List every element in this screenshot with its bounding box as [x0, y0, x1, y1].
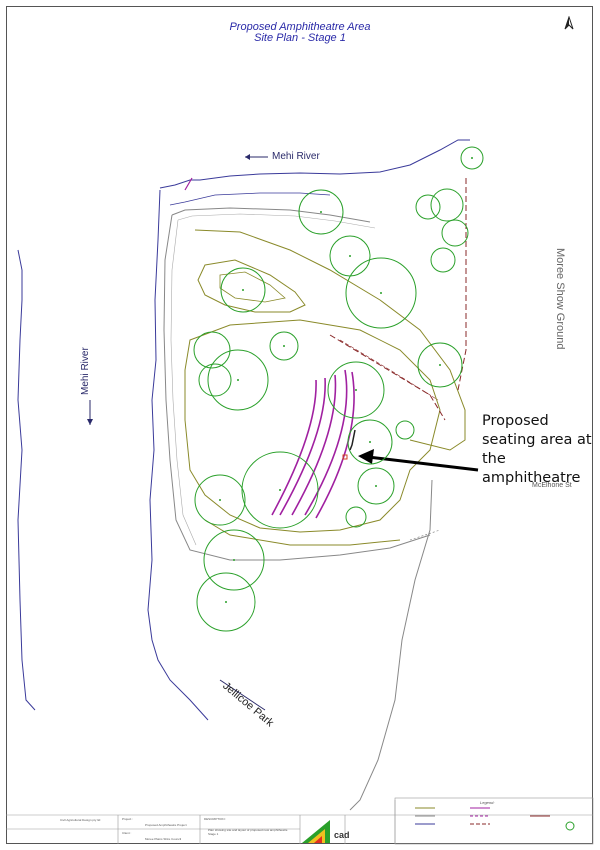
river-bank-left-inner [147, 189, 209, 721]
contour-outer [194, 229, 466, 451]
client-label: Client : [122, 831, 132, 835]
legend-title: Legend: [480, 800, 495, 805]
client-value: Moree Plains Shire Council [145, 837, 182, 841]
label-mehi-river-top: Mehi River [272, 151, 320, 162]
callout-line-4: amphitheatre [482, 470, 581, 486]
callout-line-1: Proposed [482, 413, 549, 429]
river-bank-inner [169, 192, 331, 206]
drawing-sheet-border [6, 6, 593, 844]
seating-area-callout: Proposed seating area at the amphitheatr… [482, 412, 592, 488]
callout-line-3: the [482, 451, 506, 467]
label-moree-show-ground: Moree Show Ground [554, 248, 566, 350]
description-value: Plan showing site and layout of proposed… [208, 828, 288, 836]
trees [193, 146, 484, 632]
callout-arrow [367, 455, 479, 472]
project-value: Proposed Amphitheatre Project [145, 823, 187, 827]
company-name: Civil Agricultural Design pty ltd [60, 818, 101, 822]
drawing-subtitle: Site Plan - Stage 1 [254, 32, 346, 44]
cad-logo-icon [302, 820, 330, 843]
drawing-title: Proposed Amphitheatre Area [229, 21, 371, 33]
project-label: Project : [122, 817, 134, 821]
walking-path [163, 207, 433, 811]
contour-bowl [184, 319, 441, 533]
description-label: DESCRIPTION : [204, 817, 227, 821]
callout-line-2: seating area at [482, 432, 592, 448]
river-bank-top [159, 139, 470, 189]
label-mcelhone-st: McElhone St [532, 482, 572, 489]
contour-mound [197, 259, 306, 313]
label-mehi-river-left: Mehi River [80, 347, 91, 395]
cad-logo-text: cad [334, 830, 350, 840]
fence-line [329, 178, 467, 421]
river-bank-left-outer [17, 249, 36, 711]
north-arrow-icon [563, 15, 575, 33]
seating-rows [271, 369, 355, 519]
